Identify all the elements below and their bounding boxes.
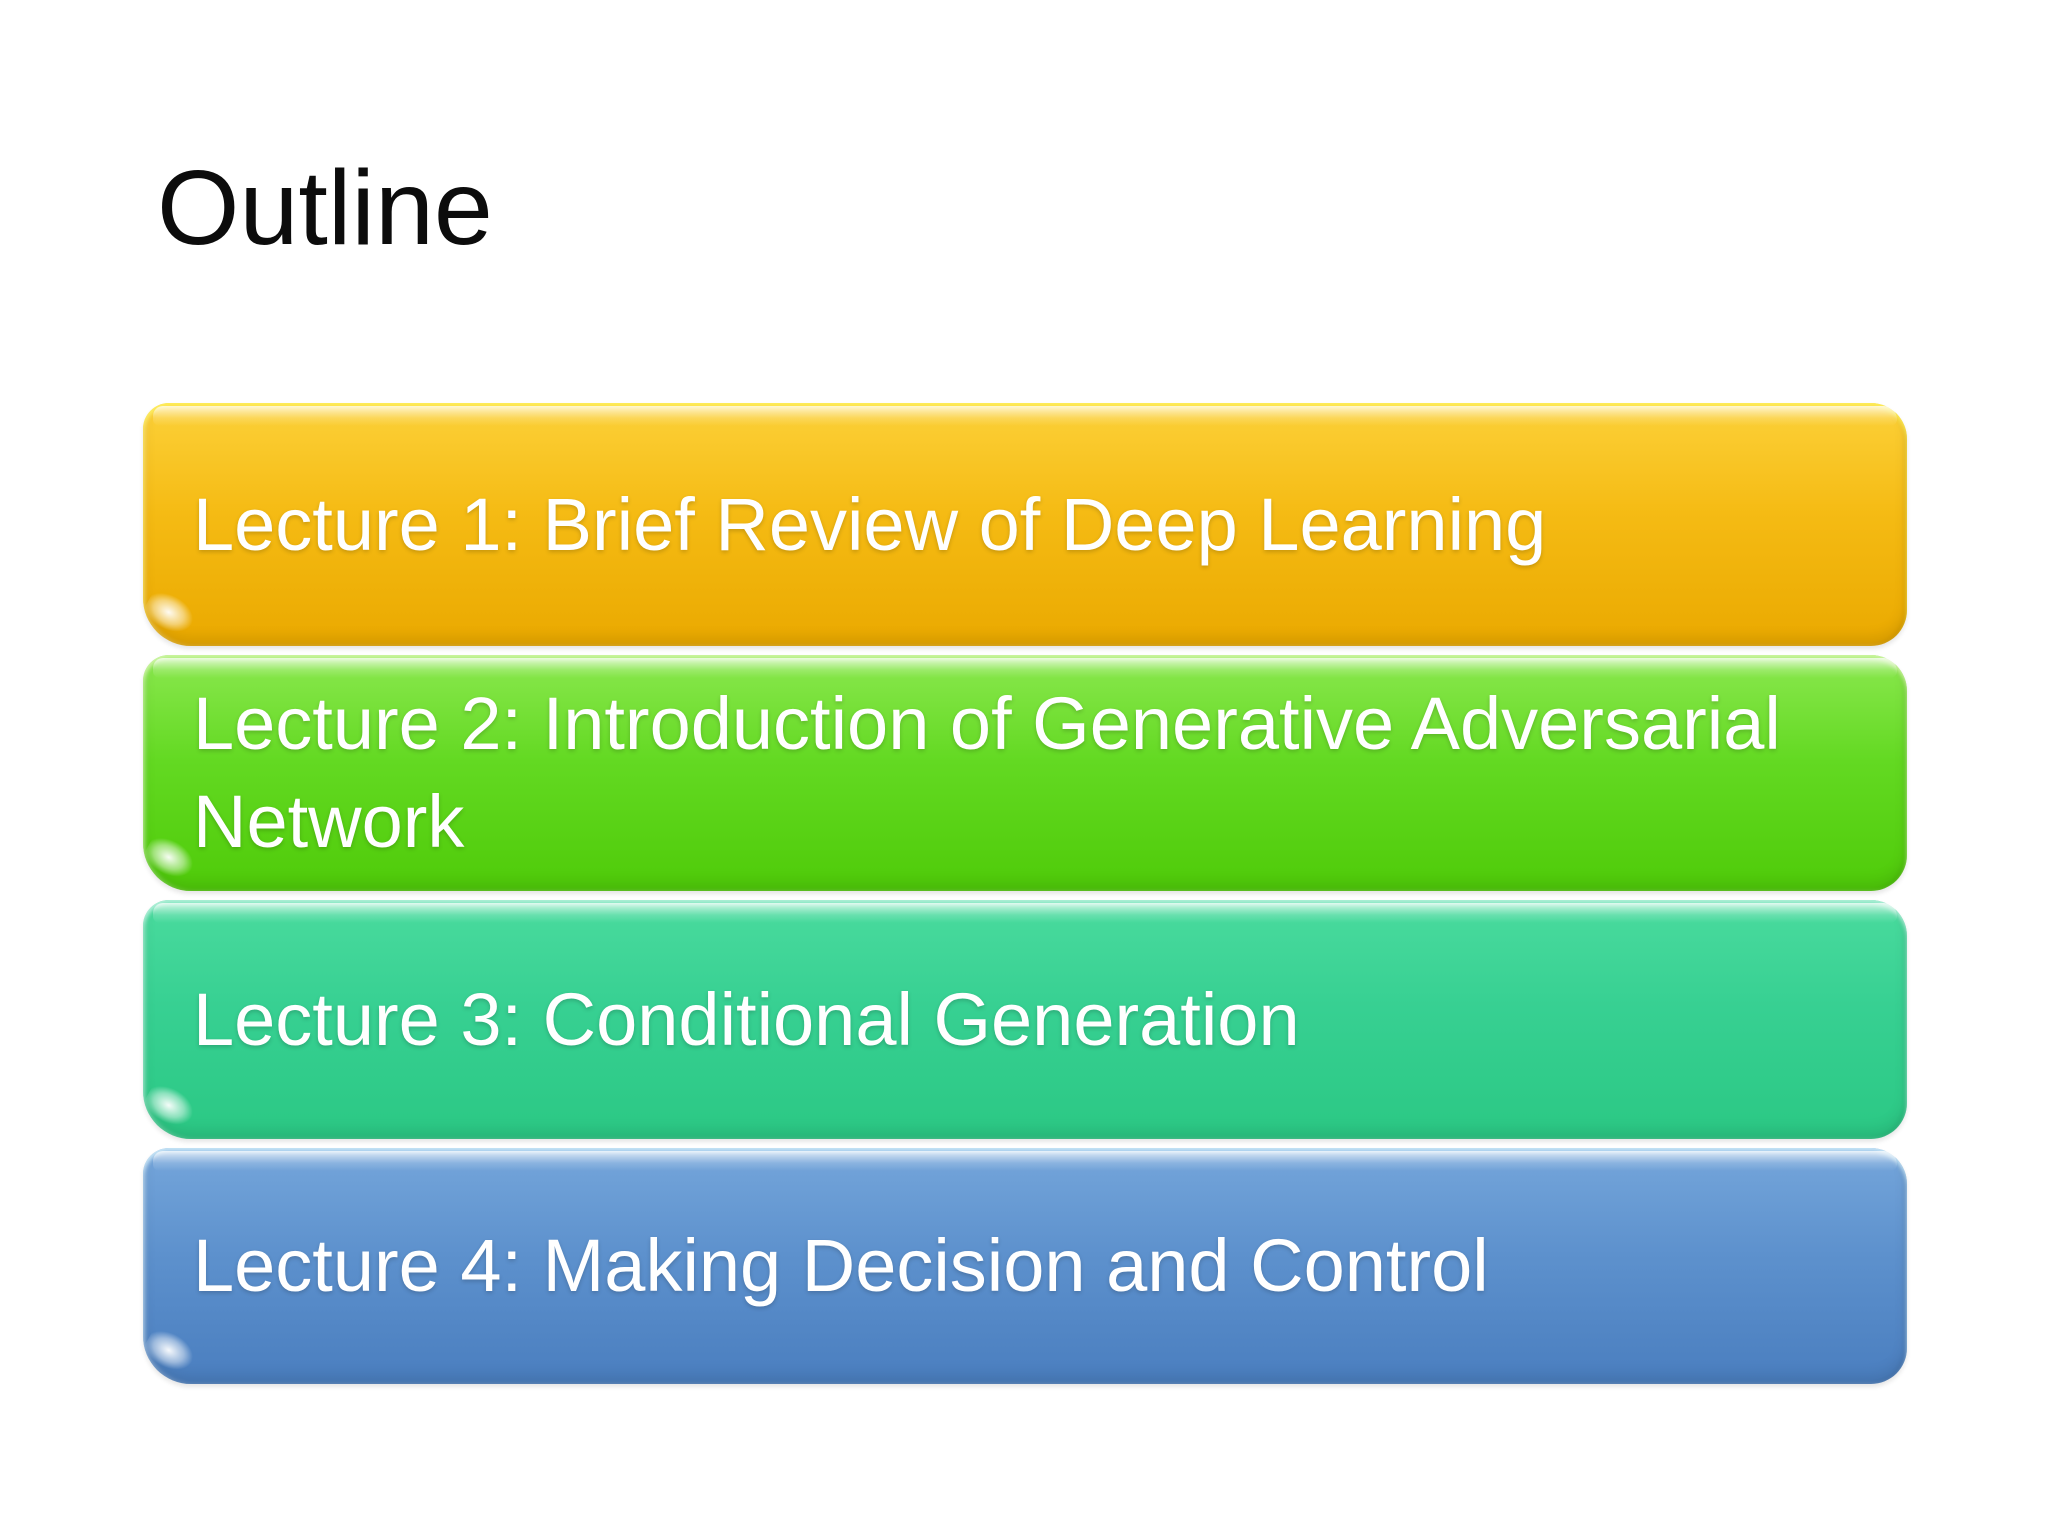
outline-bar-lecture-1: Lecture 1: Brief Review of Deep Learning xyxy=(143,403,1907,646)
outline-bar-label: Lecture 4: Making Decision and Control xyxy=(193,1224,1489,1308)
outline-list: Lecture 1: Brief Review of Deep Learning… xyxy=(143,403,1907,1384)
outline-bar-lecture-2: Lecture 2: Introduction of Generative Ad… xyxy=(143,655,1907,891)
outline-bar-lecture-4: Lecture 4: Making Decision and Control xyxy=(143,1148,1907,1384)
outline-bar-label: Lecture 1: Brief Review of Deep Learning xyxy=(193,482,1547,566)
outline-bar-label: Lecture 3: Conditional Generation xyxy=(193,977,1300,1061)
outline-bar-lecture-3: Lecture 3: Conditional Generation xyxy=(143,900,1907,1139)
outline-bar-label: Lecture 2: Introduction of Generative Ad… xyxy=(193,682,1781,863)
page-title: Outline xyxy=(157,149,493,267)
